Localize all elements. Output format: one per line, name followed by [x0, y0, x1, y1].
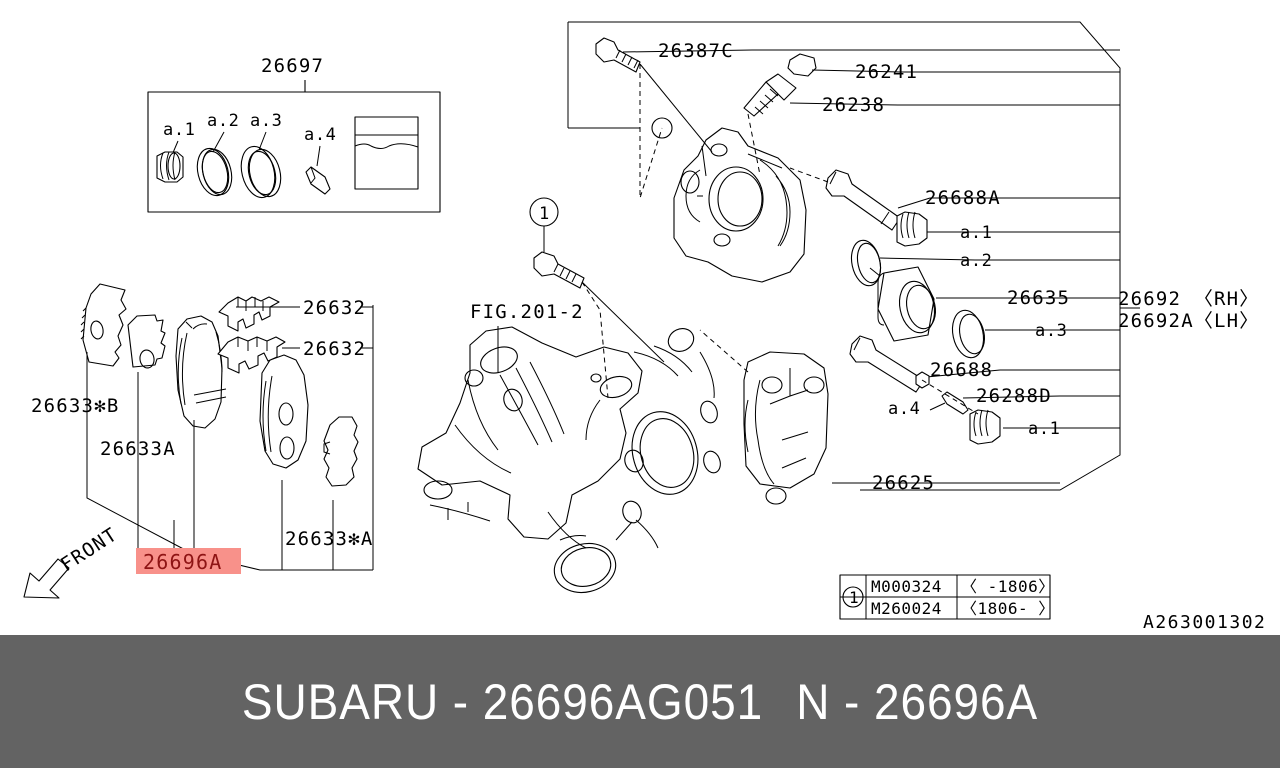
legend-table-marker: 1: [849, 588, 859, 607]
caliper-body-group: 26387C 26241 26238 26688A a.1 a.2 26635 …: [567, 21, 1260, 505]
kit-item-tag-a1: a.1: [163, 120, 196, 140]
part-caliper-piston: [869, 266, 1010, 342]
front-arrow-group: FRONT: [23, 523, 122, 599]
part-guide-pin-boot-lower: [969, 409, 1042, 445]
callout-26632-lower: 26632: [303, 338, 366, 360]
front-arrow-label: FRONT: [57, 523, 122, 576]
callout-26633-b: 26633✻B: [31, 395, 119, 417]
kit-box-group: 26697 a.1 a.2 a.3: [147, 55, 441, 213]
callout-26241: 26241: [855, 61, 918, 83]
part-pad-shim-a: [127, 314, 166, 369]
callout-26288d: 26288D: [976, 385, 1052, 407]
legend-row-1-part: M260024: [871, 599, 942, 618]
legend-row-0-part: M000324: [871, 577, 942, 596]
highlight-box: [136, 548, 241, 574]
part-bleeder-screw: [743, 73, 899, 176]
kit-item-piston-boot: a.1: [156, 120, 196, 183]
kit-box-part-number: 26697: [261, 55, 324, 77]
callout-26688: 26688: [930, 359, 993, 381]
part-brake-pad-inner: [259, 354, 309, 469]
callout-26633-a: 26633A: [100, 438, 176, 460]
kit-item-tag-a2: a.2: [207, 111, 240, 131]
callout-a3: a.3: [1035, 321, 1068, 341]
part-bleeder-cap: [787, 53, 901, 77]
part-pad-shim-b: [80, 283, 127, 367]
callout-26625: 26625: [872, 472, 935, 494]
part-steering-knuckle: 1 FIG.201-2: [417, 197, 721, 594]
caption-alt-part: N - 26696A: [796, 673, 1039, 730]
part-caliper-bolt: [533, 251, 585, 289]
callout-26632-upper: 26632: [303, 297, 366, 319]
part-brake-pad-outer: [175, 315, 227, 429]
part-piston-seal: [951, 309, 1050, 359]
callout-26238: 26238: [822, 94, 885, 116]
part-dust-seal: [850, 239, 976, 287]
callout-assembly-lh: 26692A〈LH〉: [1118, 310, 1260, 332]
legend-row-1-range: 〈1806- 〉: [961, 599, 1055, 618]
kit-item-tag-a4: a.4: [304, 125, 337, 145]
callout-a4: a.4: [888, 399, 921, 419]
diagram-id-code: A263001302: [1143, 612, 1266, 633]
callout-assembly-rh: 26692 〈RH〉: [1118, 288, 1260, 310]
fig-reference-label: FIG.201-2: [470, 301, 584, 323]
callout-26688a: 26688A: [925, 187, 1001, 209]
kit-item-grease-packet: [354, 116, 419, 190]
legend-row-0-range: 〈 -1806〉: [961, 577, 1055, 596]
part-caliper-bracket: [699, 329, 948, 505]
kit-item-piston-seal-ring: a.3: [240, 111, 283, 199]
callout-26633-inner: 26633✻A: [285, 528, 373, 550]
caption-text: SUBARU - 26696AG051 N - 26696A: [51, 635, 1229, 768]
part-guide-pin-upper: [789, 167, 931, 231]
part-guide-pin-sleeve: [941, 391, 1061, 415]
callout-a2: a.2: [960, 251, 993, 271]
callout-26387c: 26387C: [658, 40, 734, 62]
exploded-diagram: 26697 a.1 a.2 a.3: [23, 21, 1266, 633]
kit-box-frame: [147, 91, 441, 213]
kit-item-sleeve-bush: a.4: [304, 125, 337, 195]
part-pad-clip-upper: [218, 296, 280, 332]
part-caliper-body: [651, 117, 807, 283]
legend-table: 1 M000324 〈 -1806〉 M260024 〈1806- 〉: [839, 574, 1055, 620]
callout-26696a-highlight: 26696A: [143, 550, 222, 574]
part-pad-shim-inner: [323, 416, 359, 487]
part-bleeder-bolt: [595, 37, 753, 73]
kit-item-tag-a3: a.3: [250, 111, 283, 131]
caption-brand-part: SUBARU - 26696AG051: [241, 673, 764, 730]
kit-item-dust-seal-ring: a.2: [196, 111, 240, 197]
legend-marker-number: 1: [539, 204, 550, 224]
pad-group: 26632 26632 26633✻B 26633A 26633✻A 26696…: [23, 283, 374, 599]
part-pad-clip-lower: [217, 336, 286, 374]
callout-a1-upper: a.1: [960, 223, 993, 243]
callout-a1-lower: a.1: [1028, 419, 1061, 439]
callout-26635: 26635: [1007, 287, 1070, 309]
caption-bar: SUBARU - 26696AG051 N - 26696A: [0, 635, 1280, 768]
part-guide-pin-boot-upper: [896, 211, 975, 247]
